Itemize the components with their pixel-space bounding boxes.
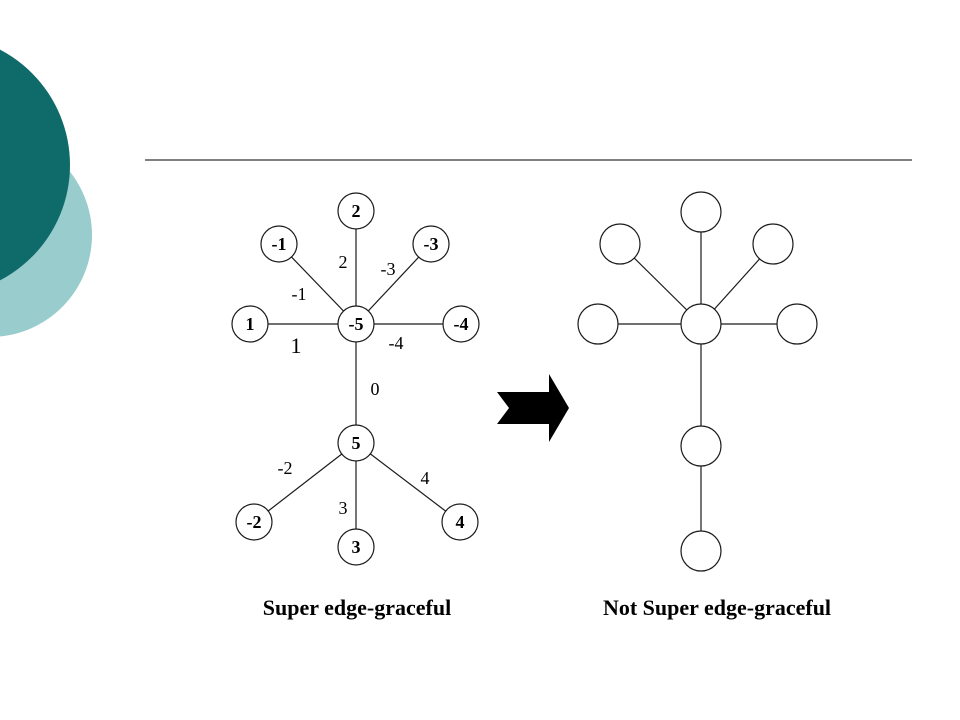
node-labels: 2 -1 -3 1 -5 -4 5 -2 3 4 (246, 201, 469, 557)
node-left (231, 305, 269, 343)
right-block-arrow-icon (497, 374, 569, 442)
edge-label-center-hub: 0 (371, 379, 380, 399)
edge-label-hub-bottom-left: -2 (278, 458, 293, 478)
node-bottom-left (235, 503, 273, 541)
node-r-right (776, 303, 818, 345)
node-label-top: 2 (352, 201, 361, 221)
node-label-left: 1 (246, 314, 255, 334)
node-right (442, 305, 480, 343)
edge-label-hub-bottom: 3 (339, 498, 348, 518)
super-edge-graceful-nodes (231, 192, 480, 566)
node-r-left (577, 303, 619, 345)
node-r-center (680, 303, 722, 345)
node-label-bottom-right: 4 (456, 512, 465, 532)
node-label-hub: 5 (352, 433, 361, 453)
caption-not-super-edge-graceful: Not Super edge-graceful (603, 595, 831, 620)
not-super-edge-graceful-nodes (577, 191, 818, 572)
edge-label-center-right: -4 (389, 333, 404, 353)
node-r-bottom (680, 530, 722, 572)
node-label-bottom-left: -2 (247, 512, 262, 532)
node-label-right: -4 (454, 314, 469, 334)
edge-label-hub-bottom-right: 4 (421, 468, 430, 488)
node-hub (337, 424, 375, 462)
edge-hub-bottom-right (355, 442, 461, 523)
node-label-center: -5 (349, 314, 364, 334)
edge-hub-bottom-left (253, 442, 357, 523)
edge-label-center-top: 2 (339, 252, 348, 272)
node-bottom-right (441, 503, 479, 541)
node-upper-right (412, 225, 450, 263)
node-r-hub (680, 425, 722, 467)
node-bottom (337, 528, 375, 566)
node-label-upper-left: -1 (272, 234, 287, 254)
edge-label-center-upper-right: -3 (381, 259, 396, 279)
edge-labels: 2 -3 -1 1 -4 0 -2 4 3 (278, 252, 430, 518)
edge-label-center-left: 1 (291, 333, 302, 358)
node-r-upper-left (599, 223, 641, 265)
node-upper-left (260, 225, 298, 263)
node-top (337, 192, 375, 230)
edge-label-center-upper-left: -1 (292, 284, 307, 304)
decorative-circle-dark (0, 49, 70, 281)
node-r-top (680, 191, 722, 233)
node-r-upper-right (752, 223, 794, 265)
node-center (337, 305, 375, 343)
caption-super-edge-graceful: Super edge-graceful (263, 595, 451, 620)
node-label-bottom: 3 (352, 537, 361, 557)
node-label-upper-right: -3 (424, 234, 439, 254)
